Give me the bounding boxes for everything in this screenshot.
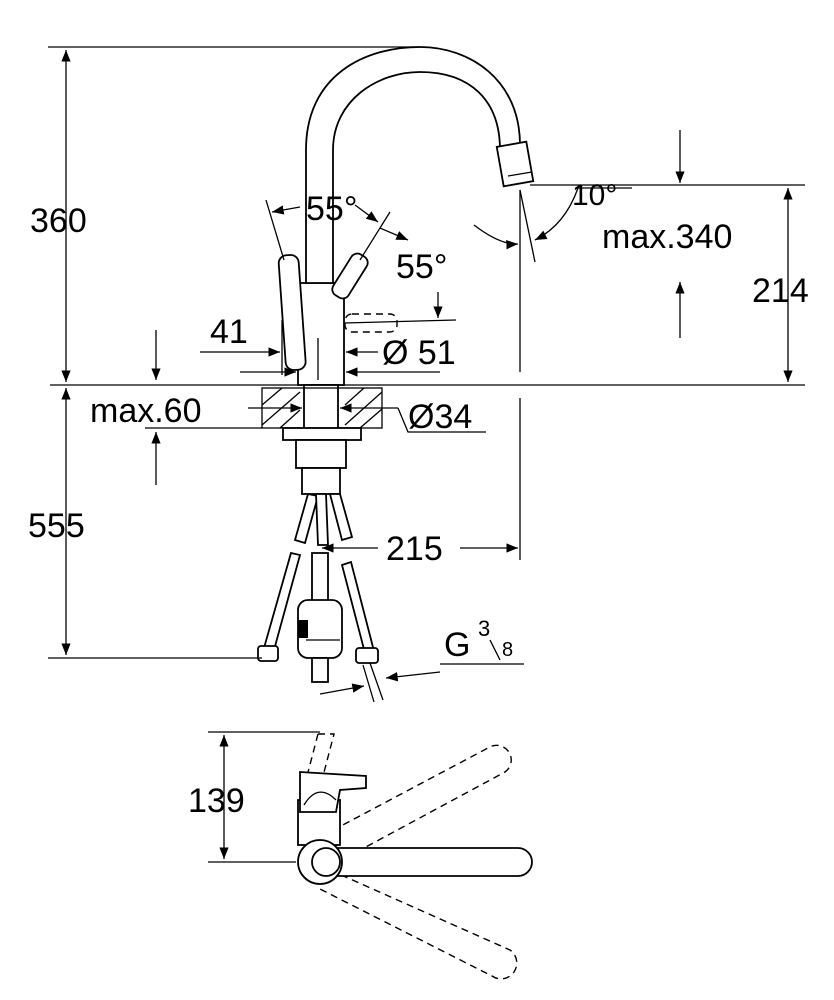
dim-41 [200, 320, 283, 375]
dim-55deg-lever [379, 227, 443, 318]
faucet-top-view [297, 733, 533, 980]
left-hose [257, 551, 302, 662]
aerator-ring [507, 171, 533, 177]
dim-d51 [240, 338, 440, 380]
dim-thread [319, 663, 524, 695]
dim-d51-label: Ø 51 [382, 334, 456, 372]
dim-10deg [473, 187, 632, 372]
lever-top [299, 771, 367, 813]
mounting-nut [282, 427, 362, 441]
dim-d34 [248, 403, 486, 433]
aerator [495, 140, 535, 188]
faucet-body [297, 282, 345, 386]
dim-360 [48, 46, 420, 382]
lever-top-curve [303, 791, 337, 806]
spout-top [323, 847, 533, 877]
dim-215 [322, 398, 521, 560]
dim-thread-denominator: 8 [502, 639, 513, 661]
fixing-thread [295, 439, 347, 469]
dim-139 [208, 731, 320, 863]
lever-tilted [331, 252, 369, 300]
dim-555 [48, 388, 262, 659]
dim-41-label: 41 [210, 313, 248, 351]
pull-out-cartridge [297, 552, 343, 683]
lever-ghost-axis [343, 319, 457, 324]
fixing-bolt [301, 467, 341, 495]
spout-hub-inner [311, 847, 341, 877]
dim-55deg-spout [265, 199, 391, 261]
dim-55deg-lever-label: 55° [396, 248, 447, 286]
dim-thread-fraction-bar [489, 639, 501, 661]
dim-555-label: 555 [28, 507, 85, 545]
dim-215-label: 215 [386, 530, 443, 568]
spout-rotated-down [317, 869, 518, 980]
right-hose [340, 560, 384, 703]
dim-214-label: 214 [752, 272, 809, 310]
dim-max60-label: max.60 [90, 392, 202, 430]
mounting-shank [303, 384, 339, 431]
dim-thread-numerator: 3 [478, 616, 490, 641]
faucet-side-view [50, 46, 805, 703]
dim-360-label: 360 [30, 202, 87, 240]
lever-left [277, 254, 307, 371]
spout-rotated-up [321, 744, 512, 863]
dim-max340-label: max.340 [602, 218, 732, 256]
dim-55deg-spout-label: 55° [306, 190, 357, 228]
dim-thread-label: G [444, 626, 470, 664]
dim-139-label: 139 [188, 782, 245, 820]
dim-214 [530, 184, 805, 382]
supply-hoses [293, 492, 354, 546]
dim-d34-label: Ø34 [408, 398, 472, 436]
dim-10deg-label: 10° [572, 179, 617, 212]
dim-max60 [145, 330, 262, 485]
